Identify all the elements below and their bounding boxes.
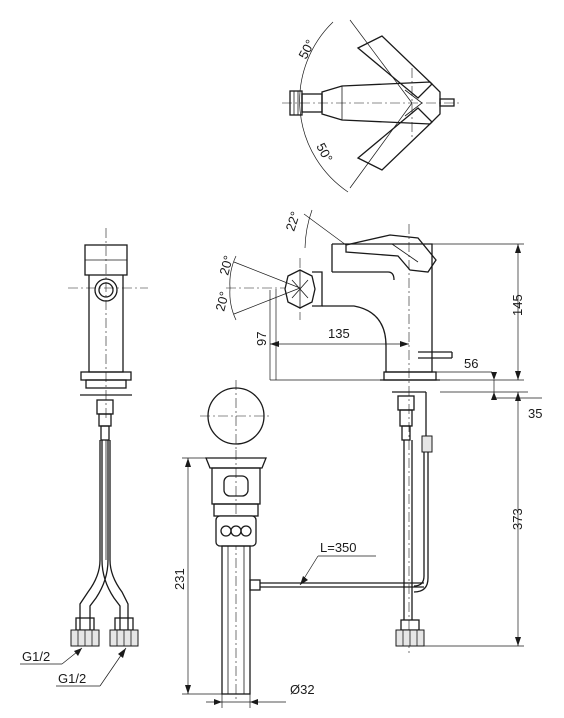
dim-L-label: L=350 <box>320 540 357 555</box>
dim-145-label: 145 <box>510 294 525 316</box>
dim-56-label: 56 <box>464 356 478 371</box>
dim-373-label: 373 <box>510 508 525 530</box>
angle-knob-down-label: 20° <box>212 290 232 313</box>
thread-label-1: G1/2 <box>22 649 50 664</box>
dim-135-label: 135 <box>328 326 350 341</box>
drain-view: L=350 231 Ø32 <box>172 380 424 708</box>
angle-top-label: 50° <box>295 37 317 61</box>
dim-231-label: 231 <box>172 568 187 590</box>
top-view: 50° 50° <box>282 19 462 193</box>
angle-knob-up-label: 20° <box>216 254 236 277</box>
dim-97-label: 97 <box>254 332 269 346</box>
thread-label-2: G1/2 <box>58 671 86 686</box>
angle-bottom-label: 50° <box>313 140 335 164</box>
dim-35-label: 35 <box>528 406 542 421</box>
dim-d32-label: Ø32 <box>290 682 315 697</box>
angle-lever-label: 22° <box>283 210 303 233</box>
side-view: G1/2 G1/2 <box>20 228 148 687</box>
front-view: 22° 20° 20° 145 135 97 56 35 <box>212 210 542 655</box>
